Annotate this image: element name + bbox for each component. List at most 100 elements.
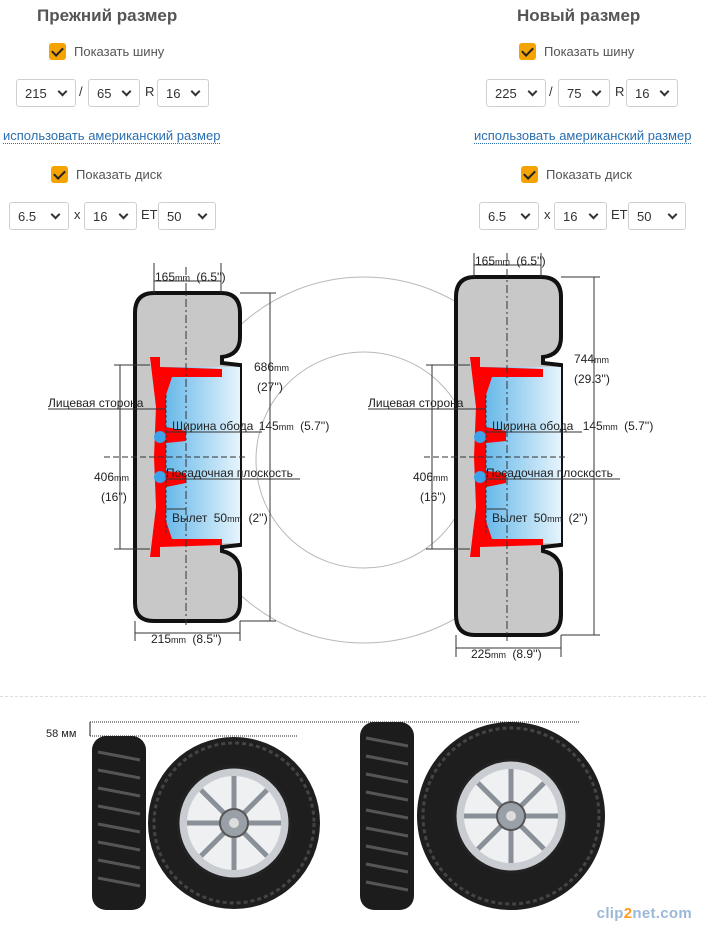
- chevron-down-icon: [591, 86, 602, 97]
- new-disk-et-select[interactable]: 50: [628, 202, 686, 230]
- new-rim-d-unit: mm: [433, 473, 448, 483]
- svg-text:225mm (8.9''): 225mm (8.9''): [471, 647, 542, 661]
- slash-separator: /: [79, 84, 83, 99]
- new-tire-width-select[interactable]: 225: [486, 79, 546, 107]
- svg-text:686mm: 686mm: [254, 360, 289, 374]
- new-tire-rim-value: 16: [635, 85, 650, 101]
- r-separator: R: [615, 84, 625, 99]
- new-show-tire-checkbox[interactable]: Показать шину: [519, 43, 634, 60]
- old-offset-unit: mm: [227, 514, 242, 524]
- svg-text:Вылет 50mm (2''): Вылет 50mm (2''): [492, 511, 588, 525]
- new-rim-d-in: (16''): [420, 490, 446, 504]
- chevron-down-icon: [118, 209, 129, 220]
- new-outer-d-num: 744: [574, 352, 594, 366]
- old-offset-in: (2''): [248, 511, 267, 525]
- checkmark-icon: [521, 166, 538, 183]
- old-show-disk-checkbox[interactable]: Показать диск: [51, 166, 162, 183]
- height-diff-label: 58 мм: [46, 728, 77, 740]
- old-tire-rim-value: 16: [166, 85, 181, 101]
- new-disk-width-value: 6.5: [488, 208, 507, 224]
- new-tire-profile-value: 75: [567, 85, 582, 101]
- et-separator: ET: [611, 207, 628, 222]
- new-tire-w-in: (8.9''): [512, 647, 541, 661]
- new-show-disk-label: Показать диск: [546, 167, 632, 182]
- checkmark-icon: [51, 166, 68, 183]
- new-rim-width-label: Ширина обода: [492, 419, 574, 433]
- new-disk-et-value: 50: [637, 208, 652, 224]
- old-tire-profile-value: 65: [97, 85, 112, 101]
- old-tire-profile-select[interactable]: 65: [88, 79, 140, 107]
- watermark-part3: net.com: [632, 905, 692, 922]
- old-tire-width-select[interactable]: 215: [16, 79, 76, 107]
- old-face-side-label: Лицевая сторона: [48, 396, 144, 410]
- old-disk-width-value: 6.5: [18, 208, 37, 224]
- old-tire-w-in: (8.5''): [192, 632, 221, 646]
- svg-text:165mm (6.5''): 165mm (6.5''): [155, 270, 226, 284]
- new-tire-wheel-image: [417, 722, 605, 910]
- chevron-down-icon: [527, 86, 538, 97]
- svg-text:165mm (6.5''): 165mm (6.5''): [475, 254, 546, 268]
- svg-text:Ширина обода 145mm (5.: Ширина обода 145mm (5.7''): [492, 419, 653, 433]
- old-tire-wheel-image: [148, 737, 320, 909]
- section-divider: [0, 696, 706, 697]
- slash-separator: /: [549, 84, 553, 99]
- new-mount-plane-label: Посадочная плоскость: [486, 466, 613, 480]
- old-disk-et-value: 50: [167, 208, 182, 224]
- new-tire-profile-select[interactable]: 75: [558, 79, 610, 107]
- old-tire-rim-select[interactable]: 16: [157, 79, 209, 107]
- new-rim-width-val-num: 145: [583, 419, 603, 433]
- new-tire-tread-image: [360, 722, 414, 910]
- new-rim-width-top-num: 165: [475, 254, 495, 268]
- old-rim-width-label: Ширина обода: [172, 419, 254, 433]
- tire-cross-section-diagram: 165mm (6.5'') 686mm (27'') Лицевая сторо…: [48, 253, 653, 661]
- chevron-down-icon: [659, 86, 670, 97]
- new-tire-width-value: 225: [495, 85, 517, 101]
- checkmark-icon: [519, 43, 536, 60]
- clip2net-watermark: clip2net.com: [597, 905, 692, 922]
- chevron-down-icon: [190, 86, 201, 97]
- old-show-tire-label: Показать шину: [74, 44, 165, 59]
- x-separator: x: [544, 207, 551, 222]
- new-disk-width-select[interactable]: 6.5: [479, 202, 539, 230]
- r-separator: R: [145, 84, 155, 99]
- checkmark-icon: [49, 43, 66, 60]
- new-disk-diameter-value: 16: [563, 208, 578, 224]
- old-mount-plane-label: Посадочная плоскость: [166, 466, 293, 480]
- et-separator: ET: [141, 207, 158, 222]
- old-rim-width-val-unit: mm: [279, 422, 294, 432]
- svg-text:Вылет 50mm (2''): Вылет 50mm (2''): [172, 511, 268, 525]
- old-rim-width-top-unit: mm: [175, 273, 190, 283]
- new-tire-w-unit: mm: [491, 650, 506, 660]
- new-tire-w-num: 225: [471, 647, 491, 661]
- new-tire-rim-select[interactable]: 16: [626, 79, 678, 107]
- new-disk-diameter-select[interactable]: 16: [554, 202, 607, 230]
- old-tire-w-unit: mm: [171, 635, 186, 645]
- new-offset-label: Вылет: [492, 511, 528, 525]
- watermark-part1: clip: [596, 905, 624, 922]
- old-tire-width-value: 215: [25, 85, 47, 101]
- old-rim-d-num: 406: [94, 470, 114, 484]
- new-outer-d-unit: mm: [594, 355, 609, 365]
- old-size-title: Прежний размер: [37, 6, 178, 25]
- old-offset-label: Вылет: [172, 511, 208, 525]
- old-disk-width-select[interactable]: 6.5: [9, 202, 69, 230]
- new-offset-num: 50: [534, 511, 548, 525]
- new-rim-width-val-unit: mm: [603, 422, 618, 432]
- old-american-size-link[interactable]: использовать американский размер: [3, 128, 221, 144]
- old-offset-num: 50: [214, 511, 228, 525]
- old-disk-et-select[interactable]: 50: [158, 202, 216, 230]
- old-outer-d-num: 686: [254, 360, 274, 374]
- old-show-tire-checkbox[interactable]: Показать шину: [49, 43, 164, 60]
- new-rim-d-num: 406: [413, 470, 433, 484]
- chevron-down-icon: [57, 86, 68, 97]
- chevron-down-icon: [520, 209, 531, 220]
- old-disk-diameter-select[interactable]: 16: [84, 202, 137, 230]
- svg-text:Ширина обода 145mm (5.: Ширина обода 145mm (5.7''): [172, 419, 329, 433]
- new-rim-width-top-unit: mm: [495, 257, 510, 267]
- new-american-size-link[interactable]: использовать американский размер: [474, 128, 692, 144]
- new-show-disk-checkbox[interactable]: Показать диск: [521, 166, 632, 183]
- chevron-down-icon: [667, 209, 678, 220]
- new-face-side-label: Лицевая сторона: [368, 396, 464, 410]
- old-outer-d-in: (27''): [257, 380, 283, 394]
- new-rim-width-top-in: (6.5''): [516, 254, 545, 268]
